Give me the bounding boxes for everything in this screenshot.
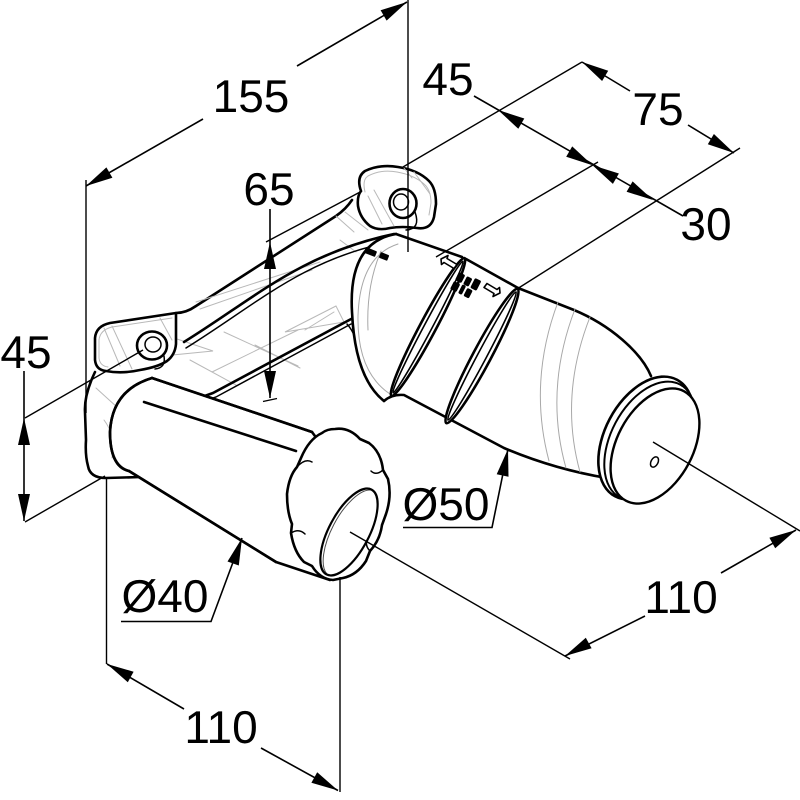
svg-text:75: 75 <box>632 83 683 135</box>
svg-text:30: 30 <box>680 198 731 250</box>
svg-text:110: 110 <box>184 701 257 753</box>
svg-text:155: 155 <box>213 70 290 122</box>
svg-text:65: 65 <box>243 163 294 215</box>
svg-text:Ø50: Ø50 <box>403 478 490 530</box>
svg-text:45: 45 <box>422 53 473 105</box>
svg-text:Ø40: Ø40 <box>122 570 209 622</box>
svg-text:110: 110 <box>644 571 717 623</box>
svg-text:45: 45 <box>0 326 51 378</box>
